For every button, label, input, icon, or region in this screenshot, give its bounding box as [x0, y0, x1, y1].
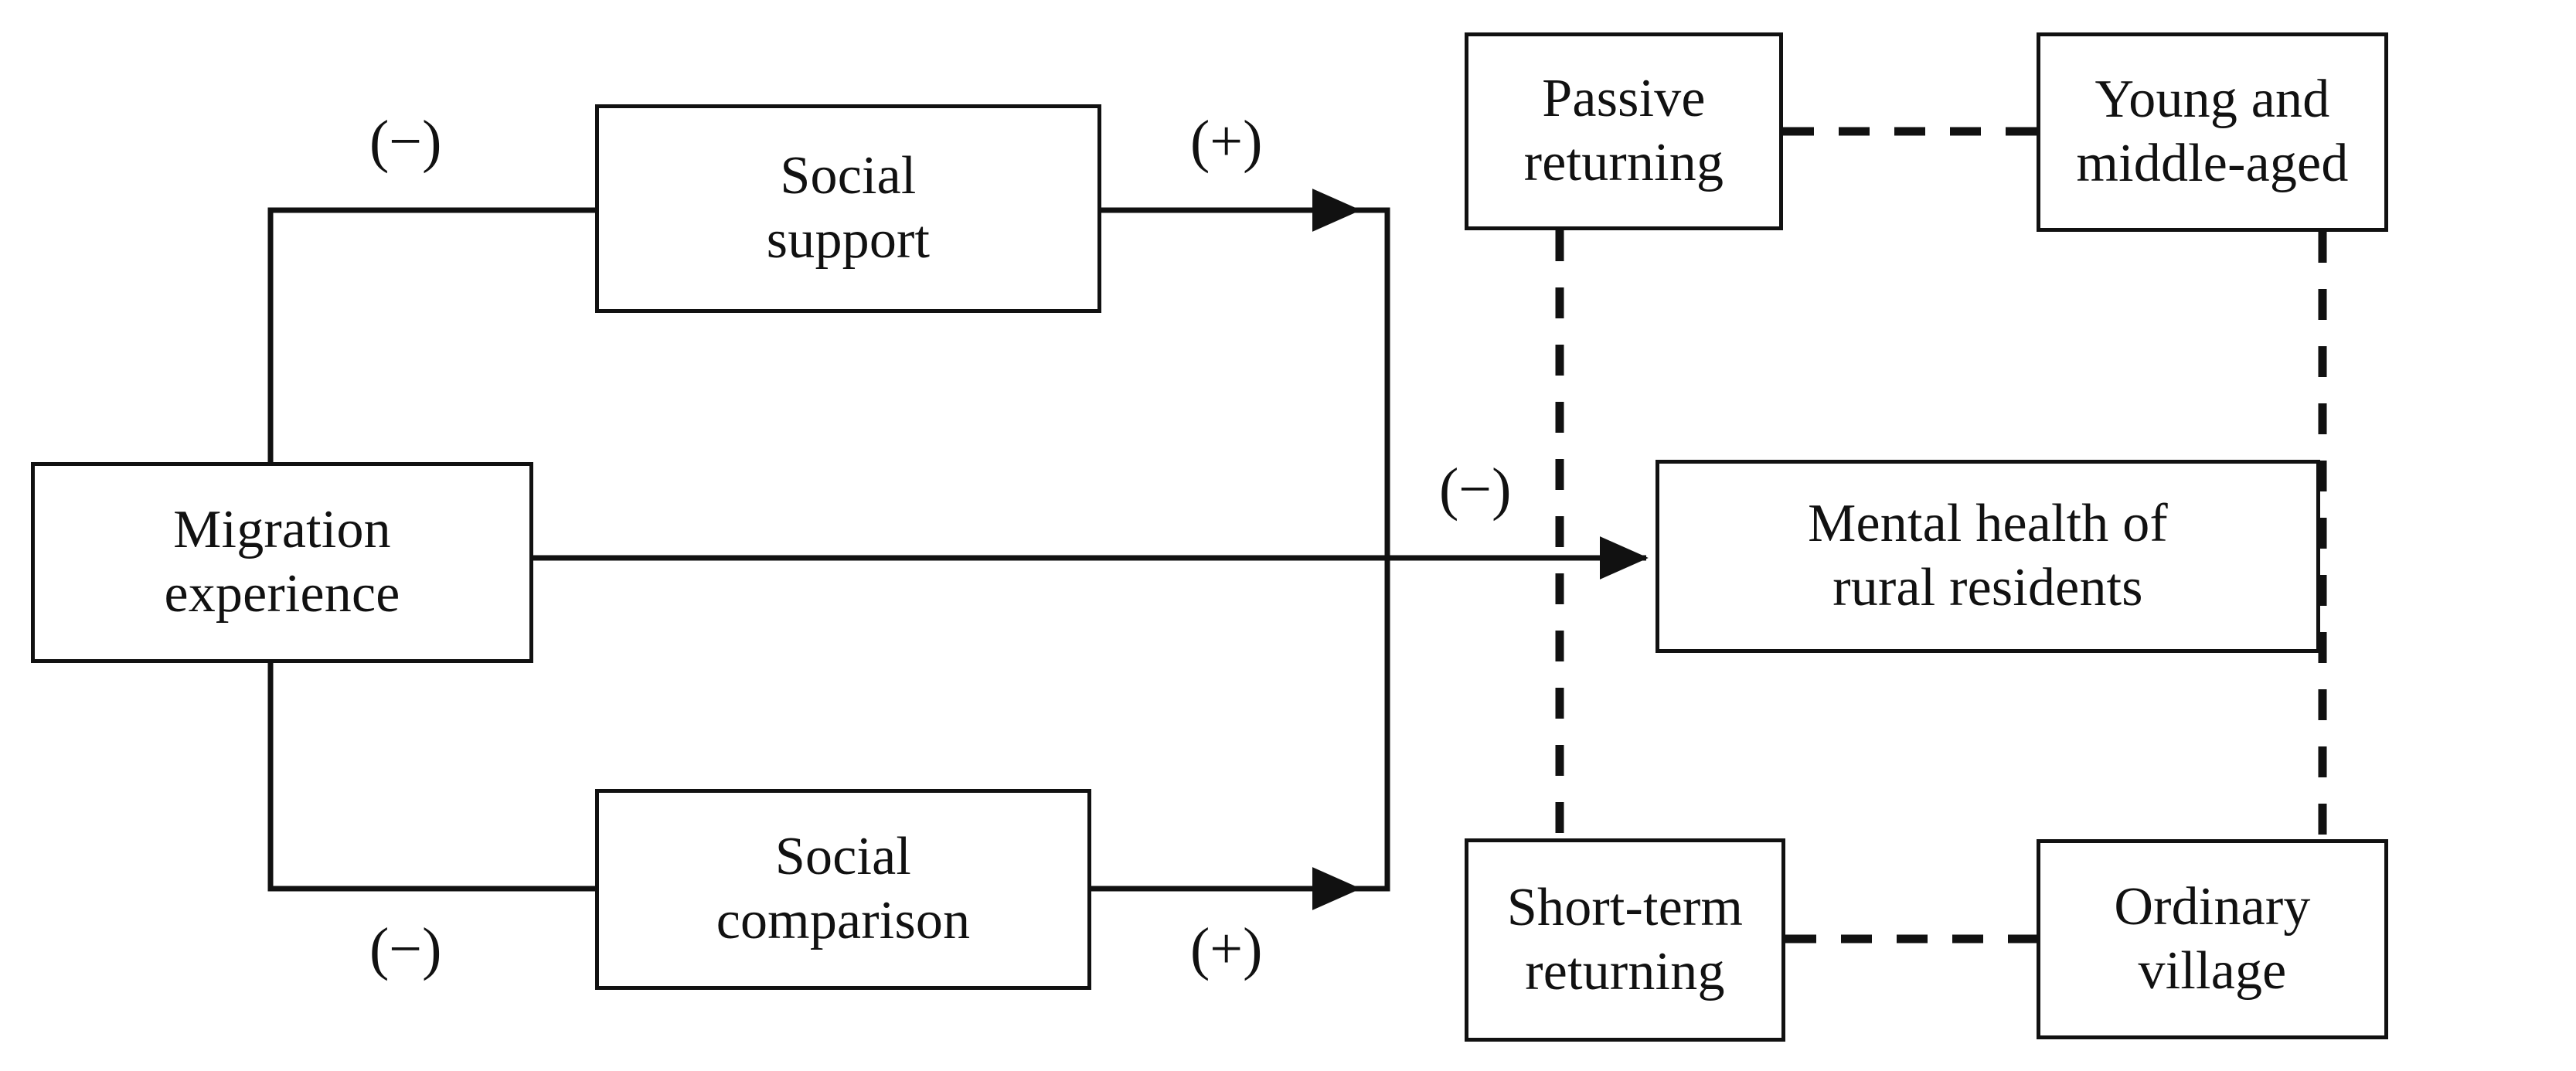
node-young-middle-aged-line-1: Young and	[2094, 70, 2330, 130]
node-migration-experience[interactable]: Migration experience	[31, 462, 533, 663]
node-young-middle-aged-line-2: middle-aged	[2076, 134, 2349, 193]
sign-migration-to-comparison: (−)	[369, 916, 442, 981]
node-ordinary-village-line-1: Ordinary	[2114, 876, 2311, 937]
node-young-middle-aged[interactable]: Young and middle-aged	[2037, 32, 2388, 232]
node-short-term-returning-line-1: Short-term	[1506, 877, 1744, 937]
node-passive-returning-line-1: Passive	[1542, 69, 1706, 129]
node-ordinary-village[interactable]: Ordinary village	[2037, 839, 2388, 1039]
node-passive-returning-line-2: returning	[1523, 133, 1724, 192]
node-social-support[interactable]: Social support	[595, 104, 1101, 313]
node-mental-health-line-1: Mental health of	[1808, 494, 2168, 554]
node-social-support-line-2: support	[766, 210, 931, 270]
node-social-comparison-line-2: comparison	[716, 891, 971, 950]
edge-social-comparison-to-mental-health	[1091, 558, 1390, 892]
sign-support-to-mental-health: (+)	[1190, 109, 1263, 174]
sign-migration-to-support: (−)	[369, 109, 442, 174]
node-passive-returning[interactable]: Passive returning	[1465, 32, 1783, 230]
edge-social-support-to-mental-health	[1101, 207, 1390, 558]
sign-comparison-to-mental-health: (+)	[1190, 916, 1263, 981]
node-social-support-line-1: Social	[780, 146, 917, 206]
node-ordinary-village-line-2: village	[2138, 940, 2287, 1001]
node-social-comparison[interactable]: Social comparison	[595, 789, 1091, 990]
sign-migration-to-mental-health: (−)	[1439, 457, 1512, 522]
node-short-term-returning[interactable]: Short-term returning	[1465, 838, 1785, 1042]
node-social-comparison-line-1: Social	[774, 827, 912, 887]
node-mental-health[interactable]: Mental health of rural residents	[1656, 460, 2320, 653]
node-migration-experience-line-1: Migration	[173, 500, 391, 560]
node-migration-experience-line-2: experience	[164, 564, 400, 624]
node-short-term-returning-line-2: returning	[1525, 941, 1725, 1001]
node-mental-health-line-2: rural residents	[1832, 558, 2143, 617]
